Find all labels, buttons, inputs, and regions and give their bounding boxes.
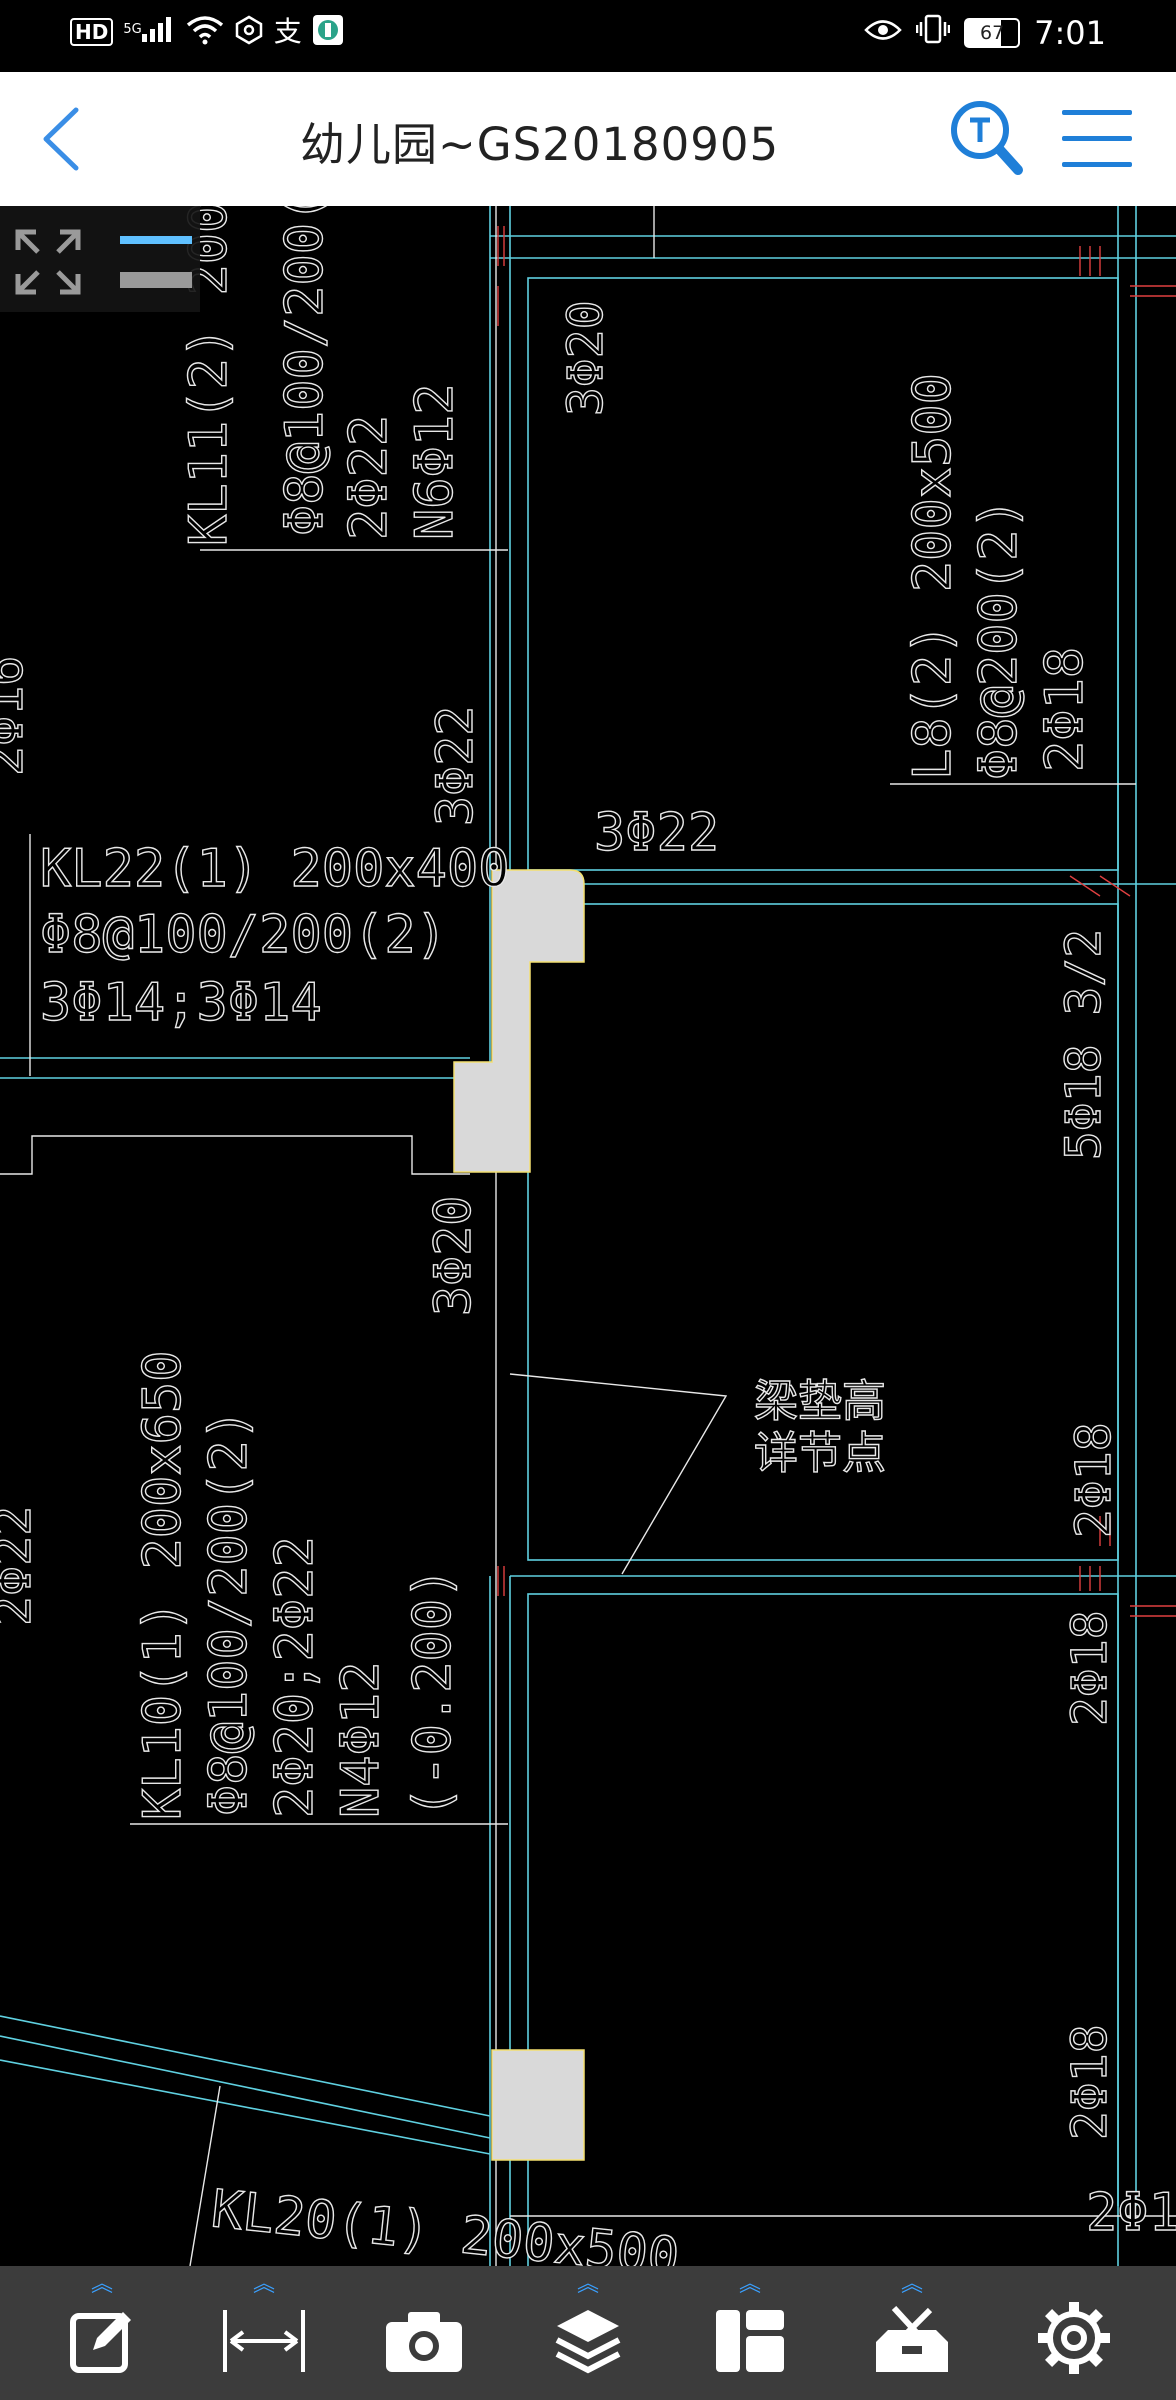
label-3phi20-top: 3Φ20 [558,300,614,416]
line-weight-thick[interactable] [120,272,192,288]
label-2phi22-left: 2Φ22 [0,1506,42,1626]
label-beam-pad-note-2: 详节点 [754,1428,886,1479]
label-2phi16-left: 2Φ16 [0,656,34,776]
label-kl11-stirrup: Φ8@100/200(2) [275,206,335,536]
hd-badge: HD [70,18,114,46]
label-kl10-side: N4Φ12 [331,1661,391,1818]
chevron-up-icon: ︽ [738,2272,762,2297]
wifi-icon [186,15,224,49]
chevron-left-icon [43,107,79,171]
measure-distance-icon [223,2310,305,2372]
chevron-up-icon: ︽ [576,2272,600,2297]
drawing-canvas[interactable]: KL11(2) 200x650 Φ8@100/200(2) 2Φ22 N6Φ12… [0,206,1176,2266]
label-l8-stirrup: Φ8@200(2) [969,498,1029,780]
page-title: 幼儿园~GS20180905 [300,118,780,171]
label-kl10-bars: 2Φ20;2Φ22 [265,1536,325,1818]
label-kl22-bars: 3Φ14;3Φ14 [40,973,322,1033]
cad-drawing: KL11(2) 200x650 Φ8@100/200(2) 2Φ22 N6Φ12… [0,206,1176,2266]
network-type: 5G [123,22,142,37]
label-2phi18-bottom: 2Φ18 [1062,2024,1118,2140]
label-kl20: KL20(1) 200x500 [209,2179,682,2266]
text-search-button[interactable] [948,98,1024,178]
app-notification-icon [312,14,344,50]
battery-indicator: 67 [964,18,1021,48]
toolbox-icon [876,2306,948,2372]
camera-tool-button[interactable] [364,2266,484,2400]
label-2phi18-lower: 2Φ18 [1062,1610,1118,1726]
label-l8: L8(2) 200x500 [903,373,963,780]
layers-icon [555,2310,621,2374]
status-bar: HD 5G 支 67 7:01 [0,0,1176,72]
app-header: 幼儿园~GS20180905 [0,72,1176,207]
label-kl10-stirrup: Φ8@100/200(2) [199,1409,259,1816]
back-button[interactable] [36,106,96,172]
layout-panel-icon [716,2310,784,2372]
label-kl11-side: N6Φ12 [405,383,465,540]
nfc-icon [234,15,264,49]
eye-comfort-icon [864,16,902,51]
hamburger-menu-icon [1062,110,1132,167]
cell-signal-icon: 5G [123,15,175,49]
label-3phi20-mid: 3Φ20 [424,1196,482,1316]
label-2phi18-mid: 2Φ18 [1066,1422,1122,1538]
measure-tool-button[interactable]: ︽ [204,2266,324,2400]
toolbox-tool-button[interactable]: ︽ [852,2266,972,2400]
label-beam-pad-note-1: 梁垫高 [754,1376,886,1427]
label-kl22: KL22(1) 200x400 [40,839,510,899]
text-search-icon [951,101,1023,175]
menu-button[interactable] [1060,106,1134,172]
chevron-up-icon: ︽ [900,2272,924,2297]
label-5phi18: 5Φ18 3/2 [1056,929,1112,1160]
layout-tool-button[interactable]: ︽ [690,2266,810,2400]
camera-icon [386,2312,462,2372]
label-l8-bottom: 2Φ18 [1035,647,1095,772]
vibrate-icon [915,14,951,52]
annotate-tool-button[interactable]: ︽ [42,2266,162,2400]
label-3phi22-vert: 3Φ22 [426,706,484,826]
bottom-toolbar: ︽ ︽ ︽ ︽ [0,2266,1176,2400]
battery-level: 67 [980,22,1005,44]
layers-tool-button[interactable]: ︽ [528,2266,648,2400]
label-kl22-stirrup: Φ8@100/200(2) [40,905,447,965]
line-weight-thin[interactable] [120,236,192,244]
label-kl10: KL10(1) 200x650 [133,1350,193,1820]
label-3phi22-horiz: 3Φ22 [594,803,719,863]
label-kl11: KL11(2) 200x650 [179,206,239,546]
view-tools-panel [0,206,200,312]
status-left: HD 5G 支 [70,14,344,50]
status-right: 67 7:01 [864,14,1106,52]
chevron-up-icon: ︽ [90,2272,114,2297]
fit-view-icon[interactable] [14,228,82,296]
clock: 7:01 [1034,14,1106,52]
chevron-up-icon: ︽ [252,2272,276,2297]
label-kl10-elev: (-0.200) [403,1568,463,1818]
annotate-edit-icon [70,2312,131,2373]
settings-gear-icon [1038,2302,1110,2374]
settings-tool-button[interactable] [1014,2266,1134,2400]
label-2phi18-corner: 2Φ18 [1086,2183,1176,2243]
label-kl11-top: 2Φ22 [339,415,399,540]
alipay-icon: 支 [273,15,302,48]
